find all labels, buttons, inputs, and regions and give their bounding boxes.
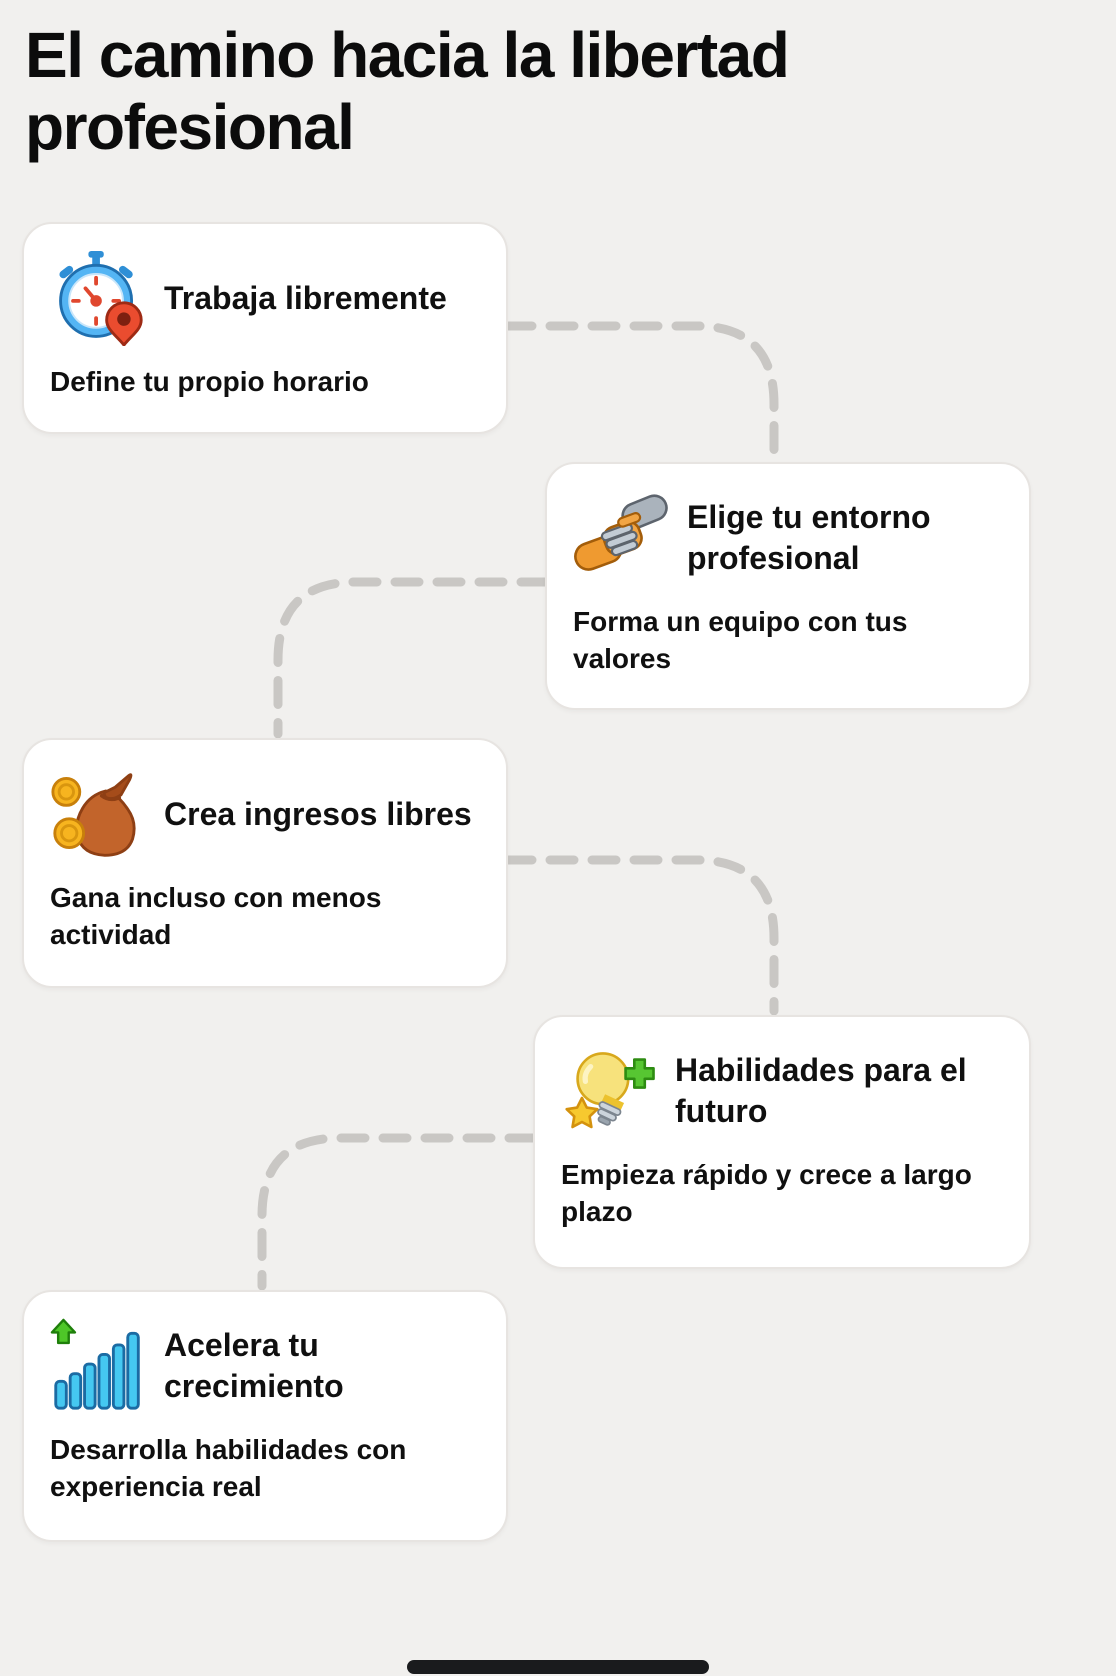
home-indicator: [407, 1660, 709, 1674]
connector-3: [503, 855, 779, 1016]
step-title: Elige tu entorno profesional: [687, 499, 931, 576]
step-card-trabaja-libremente: Trabaja libremente Define tu propio hora…: [22, 222, 508, 434]
stopwatch-location-pin-icon: [50, 250, 146, 346]
step-title: Trabaja libremente: [164, 279, 447, 316]
step-card-ingresos-libres: Crea ingresos libres Gana incluso con me…: [22, 738, 508, 988]
step-title: Crea ingresos libres: [164, 795, 472, 832]
step-card-acelera-crecimiento: Acelera tu crecimiento Desarrolla habili…: [22, 1290, 508, 1542]
step-title: Habilidades para el futuro: [675, 1052, 967, 1129]
step-description: Desarrolla habilidades con experiencia r…: [50, 1434, 407, 1502]
step-description: Empieza rápido y crece a largo plazo: [561, 1159, 972, 1227]
connector-4: [257, 1133, 538, 1291]
connector-2: [273, 577, 550, 739]
step-description: Gana incluso con menos actividad: [50, 882, 382, 950]
connector-1: [503, 321, 779, 463]
step-description: Forma un equipo con tus valores: [573, 606, 908, 674]
step-title: Acelera tu crecimiento: [164, 1327, 344, 1404]
step-description: Define tu propio horario: [50, 366, 369, 397]
money-bag-coins-icon: [50, 766, 146, 862]
step-card-entorno-profesional: Elige tu entorno profesional Forma un eq…: [545, 462, 1031, 710]
lightbulb-plus-star-icon: [561, 1043, 657, 1139]
handshake-icon: [573, 490, 669, 586]
page-title: El camino hacia la libertad profesional: [25, 19, 790, 163]
step-card-habilidades-futuro: Habilidades para el futuro Empieza rápid…: [533, 1015, 1031, 1269]
growth-bar-chart-arrow-icon: [50, 1318, 146, 1414]
